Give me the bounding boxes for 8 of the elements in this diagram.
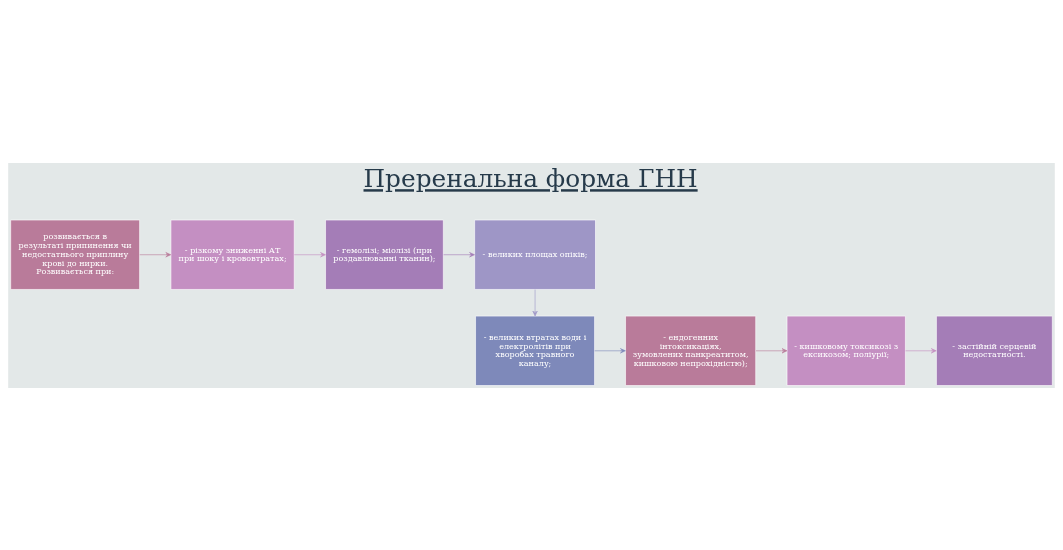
- arrow: [755, 347, 788, 353]
- arrow: [443, 251, 475, 257]
- arrow: [293, 251, 326, 257]
- diagram-title: Преренальна форма ГНН: [363, 163, 698, 193]
- arrow: [905, 347, 937, 353]
- arrow: [594, 347, 626, 353]
- arrow: [139, 251, 172, 257]
- arrow: [532, 288, 538, 316]
